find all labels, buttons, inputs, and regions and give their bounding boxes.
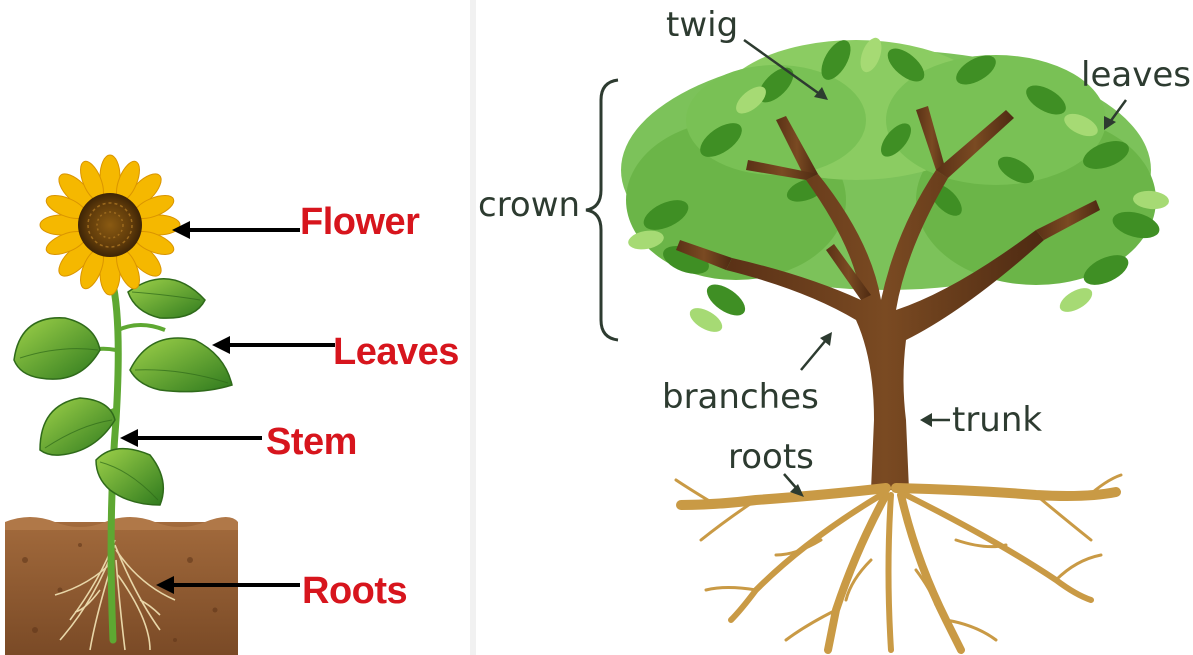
sunflower-illustration — [0, 0, 470, 655]
arrow-stem — [120, 429, 262, 447]
label-branches: branches — [662, 380, 819, 414]
label-flower: Flower — [300, 203, 419, 241]
arrow-branches — [801, 332, 832, 370]
tree-roots — [676, 475, 1121, 650]
crown-brace — [586, 80, 618, 340]
label-twig: twig — [666, 8, 738, 42]
sunflower-leaves — [14, 279, 232, 505]
label-tree-leaves: leaves — [1081, 58, 1191, 92]
sunflower-panel: Flower Leaves Stem Roots — [0, 0, 470, 655]
arrow-trunk — [920, 413, 950, 427]
label-stem: Stem — [266, 423, 357, 461]
label-trunk: trunk — [952, 403, 1042, 437]
sunflower-head — [40, 155, 180, 295]
label-leaves: Leaves — [333, 333, 459, 371]
arrow-flower — [172, 221, 300, 239]
label-crown: crown — [478, 188, 580, 222]
tree-panel: twig leaves crown branches trunk roots — [476, 0, 1193, 655]
tree-illustration — [476, 0, 1193, 655]
label-tree-roots: roots — [728, 440, 814, 474]
arrow-leaves — [212, 336, 335, 354]
label-roots: Roots — [302, 572, 407, 610]
